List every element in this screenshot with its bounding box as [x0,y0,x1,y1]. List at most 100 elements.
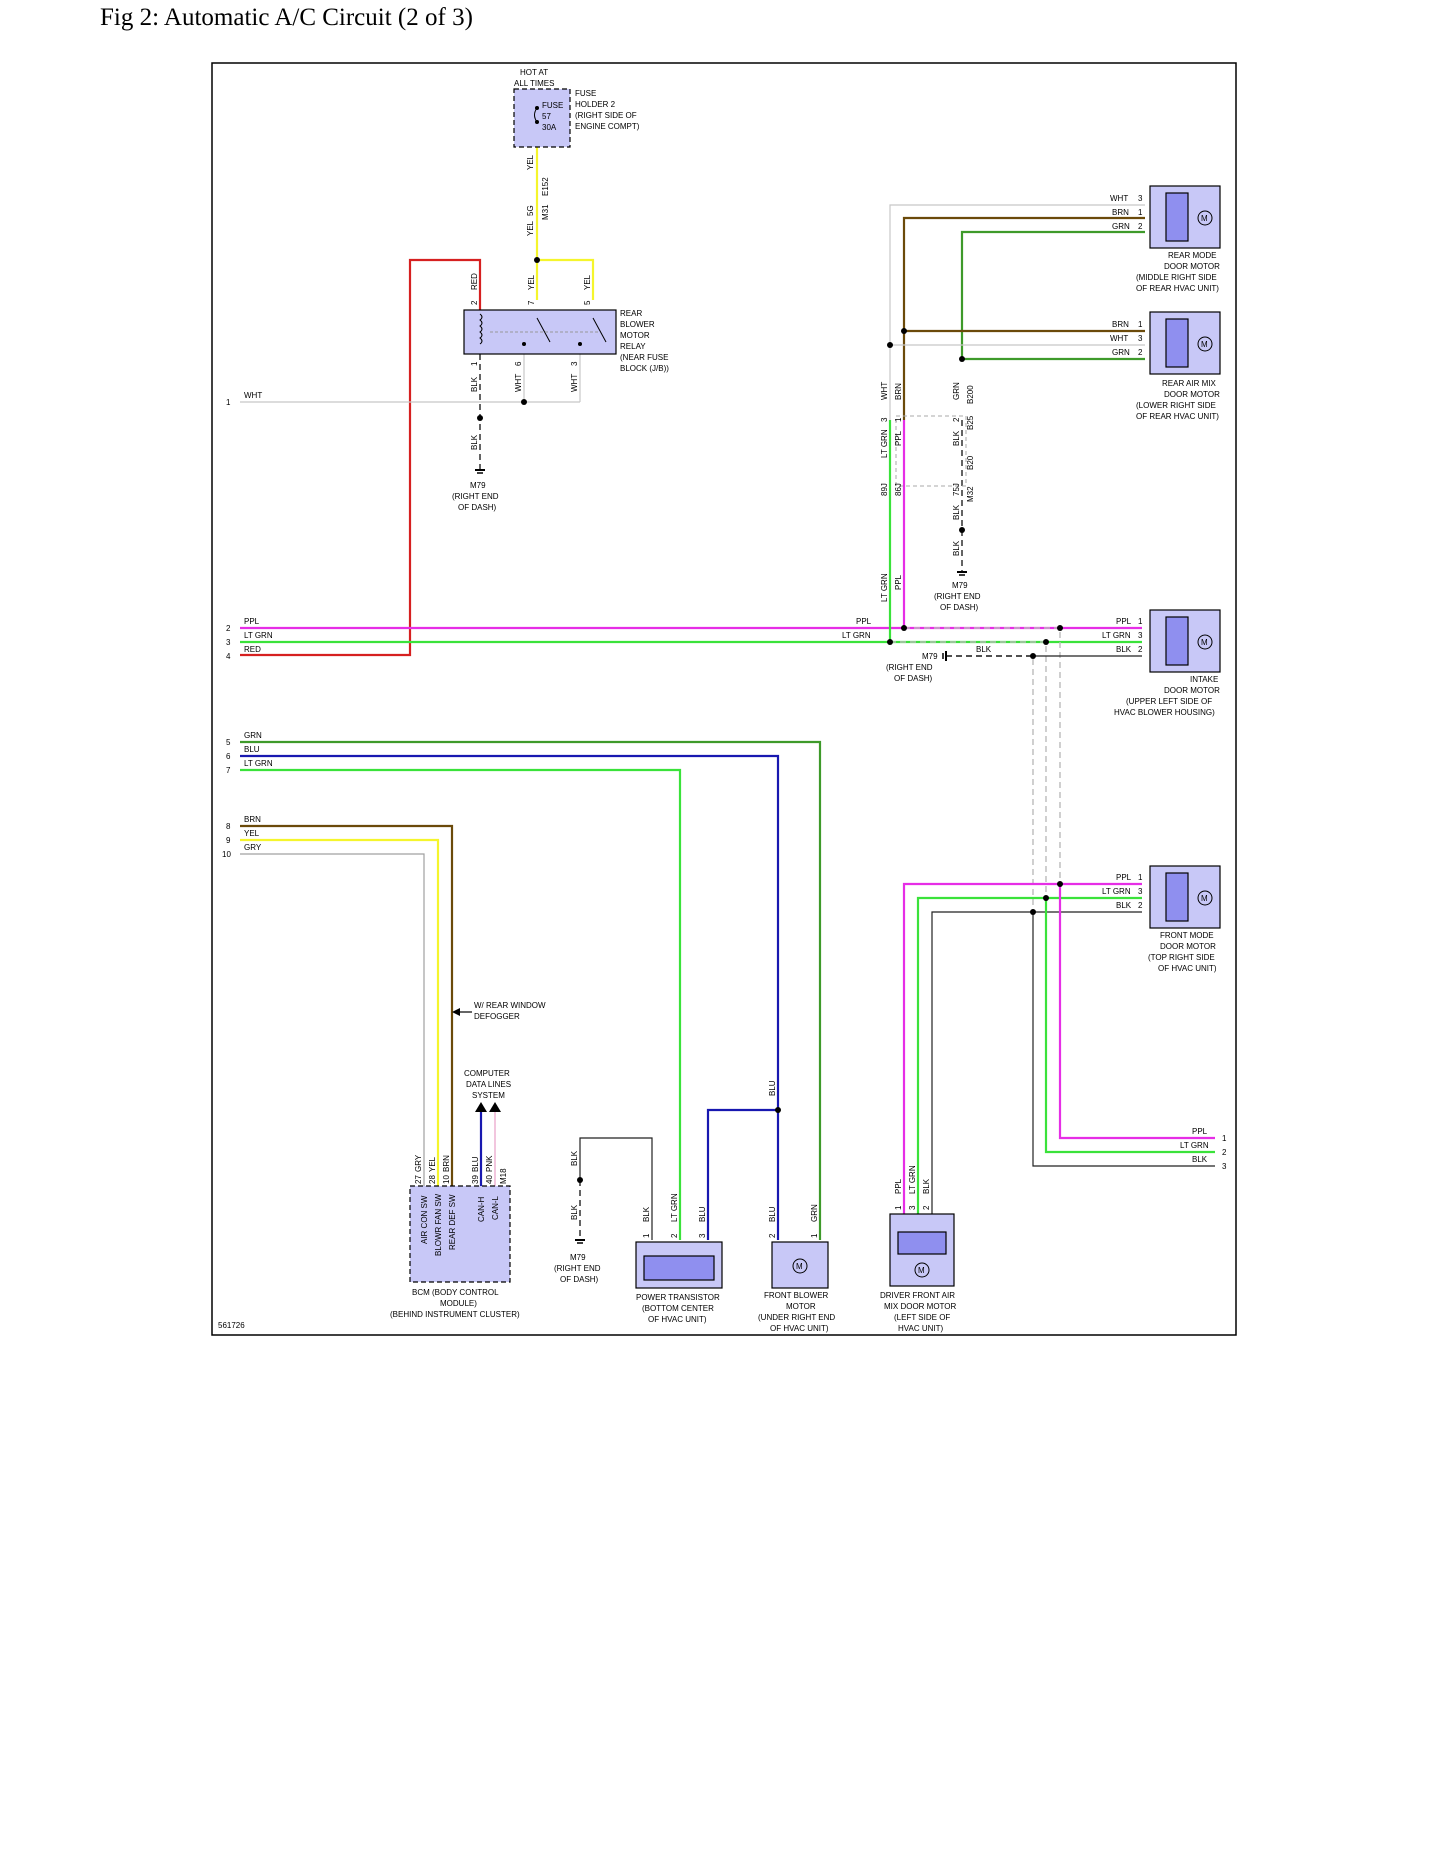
splice-dot [1043,639,1049,645]
relay-pin-number: 1 [470,361,479,366]
input-wire-color: GRY [244,843,262,852]
ground-label-line3: OF DASH) [894,674,933,683]
fb-pin-number: 2 [768,1233,777,1238]
component-name-line1: POWER TRANSISTOR [636,1293,720,1302]
splice-dot [1030,653,1036,659]
splice-dot [1057,625,1063,631]
bcm-pin-wire: BLU [471,1156,480,1172]
relay-name-line5: (NEAR FUSE [620,353,668,362]
rear-pin-number: 86J [894,483,903,496]
motor-icon: M [1201,894,1208,903]
splice-dot [959,356,965,362]
splice-dot [959,527,965,533]
fuse-holder: HOT AT ALL TIMES FUSE 57 30A FUSE HOLDER… [513,68,640,236]
intake-door-motor: M PPL 1 LT GRN 3 BLK 2 PPL LT GRN BLK M7… [842,609,1221,717]
rear-wire-label: BLK [952,430,961,446]
wire-intake-blk-dash [946,655,1034,912]
relay-pin-wire: WHT [514,374,523,392]
motor-icon: M [1201,638,1208,647]
rear-pin-number: 2 [952,417,961,422]
wire-fmode-blk [931,911,1142,1260]
component-name-line4: OF REAR HVAC UNIT) [1136,412,1219,421]
splice-dot [775,1107,781,1113]
bcm-pin-function: CAN-H [477,1196,486,1222]
rear-connector-id: M32 [966,486,975,502]
front-mode-door-motor: M PPL 1 LT GRN 3 BLK 2 FRONT MODE DOOR M… [1102,865,1221,973]
output-number: 1 [1222,1134,1227,1143]
ground-label-line1: M79 [570,1253,586,1262]
component-name-line1: INTAKE [1190,675,1218,684]
bcm-pin-function: CAN-L [491,1195,500,1220]
fuse-holder-line4: ENGINE COMPT) [575,122,640,131]
pin-number: 3 [1138,334,1143,343]
pin-number: 3 [1138,631,1143,640]
relay-pin-number: 2 [470,300,479,305]
rear-wire-label: BLK [952,504,961,520]
ground-icon [475,469,485,474]
driver-front-air-mix-motor: M 1 3 2 PPL LT GRN BLK DRIVER FRONT AIR … [880,1165,957,1333]
component-name-line2: MOTOR [786,1302,816,1311]
input-wire-color: LT GRN [244,759,273,768]
bcm-pin-wire: BRN [442,1155,451,1172]
relay-pin-wire: WHT [570,374,579,392]
input-number: 3 [226,638,231,647]
bus-wire-label: PPL [856,617,872,626]
pin-number: 1 [1138,208,1143,217]
component-name-line2: (BOTTOM CENTER [642,1304,714,1313]
ground-icon [957,571,967,576]
ground-label-line1: M79 [952,581,968,590]
data-lines-line2: DATA LINES [466,1080,511,1089]
pin-number: 1 [1138,320,1143,329]
defogger-note-line1: W/ REAR WINDOW [474,1001,546,1010]
pt-pin-wire: BLK [642,1206,651,1222]
fuse-holder-line3: (RIGHT SIDE OF [575,111,637,120]
component-name-line4: HVAC UNIT) [898,1324,944,1333]
ground-wire-label: BLK [976,645,992,654]
rear-connector-id: B200 [966,385,975,404]
motor-icon: M [1201,214,1208,223]
splice-dot [1043,895,1049,901]
pin-number: 2 [1138,901,1143,910]
wire-rear-grn [960,230,1145,360]
fuse-connector-1: E152 [541,177,550,196]
splice-dot [521,399,527,405]
pin-number: 2 [1138,222,1143,231]
ground-icon [575,1239,585,1244]
wire-blu-splice [706,1108,778,1240]
wire-out3-blk [1032,912,1215,1167]
component-name-line3: (UNDER RIGHT END [758,1313,835,1322]
pt-pin-wire: LT GRN [670,1193,679,1222]
fuse-wire-color-2: YEL [526,220,535,236]
pin-wire: WHT [1110,334,1128,343]
right-outputs: 1 PPL 2 LT GRN 3 BLK [1180,1127,1227,1171]
component-name-line1: REAR AIR MIX [1162,379,1216,388]
wire-fmode-ppl [902,882,1142,1260]
relay-name-line6: BLOCK (J/B)) [620,364,669,373]
fuse-supply-line2: ALL TIMES [514,79,554,88]
dm-pin-number: 2 [922,1205,931,1210]
pin-number: 2 [1138,348,1143,357]
component-name-line1: FRONT BLOWER [764,1291,829,1300]
splice-dot [577,1177,583,1183]
ground-label-line1: M79 [922,652,938,661]
dm-pin-wire: BLK [922,1178,931,1194]
bus-wire-label: LT GRN [842,631,871,640]
output-wire-color: PPL [1192,1127,1208,1136]
wire-pt-blk [579,1137,653,1240]
diagram-frame [211,62,1237,1336]
wires [240,145,1215,1260]
splice-dot [887,639,893,645]
ground-label-line2: (RIGHT END [452,492,499,501]
output-number: 3 [1222,1162,1227,1171]
ground-label-line2: (RIGHT END [554,1264,601,1273]
data-lines-line1: COMPUTER [464,1069,510,1078]
input-number: 8 [226,822,231,831]
pin-number: 2 [1138,645,1143,654]
rear-connector-id: B20 [966,455,975,470]
component-name-line1: DRIVER FRONT AIR [880,1291,955,1300]
defogger-arrow [452,1008,460,1016]
input-number: 6 [226,752,231,761]
input-wire-color: LT GRN [244,631,273,640]
fuse-number: 57 [542,112,551,121]
relay-pin-number: 5 [583,300,592,305]
